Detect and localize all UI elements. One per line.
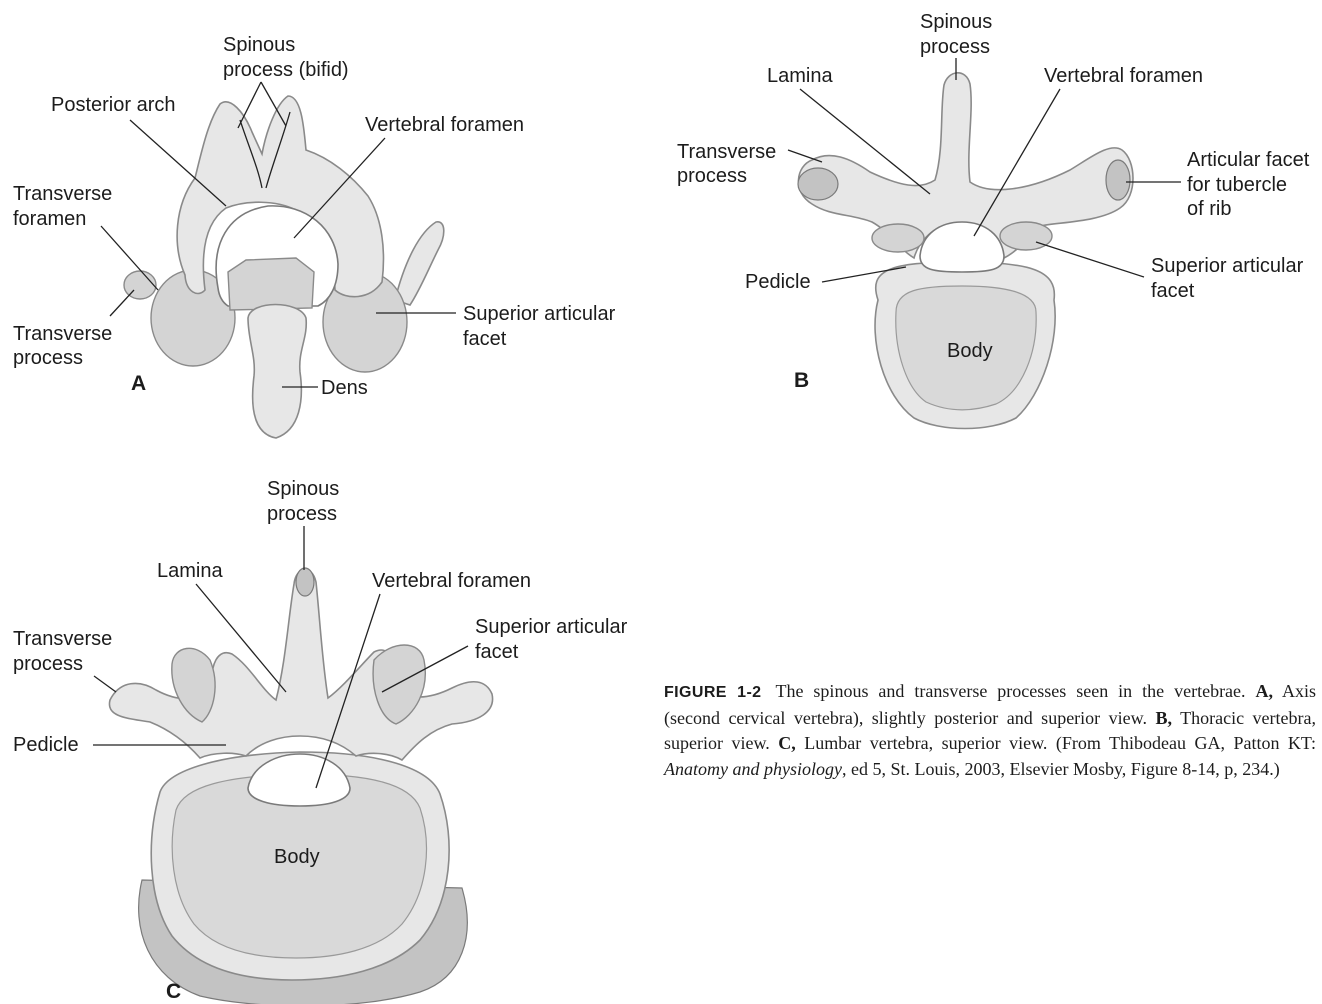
label-a-superior-facet-line2: facet <box>463 328 507 350</box>
label-a-dens: Dens <box>321 377 368 399</box>
label-a-vertebral-foramen: Vertebral foramen <box>365 114 524 136</box>
label-a-spinous-line2: process (bifid) <box>223 59 349 81</box>
lumbar-illustration <box>109 568 492 1004</box>
caption-c-text: Lumbar vertebra, superior view. <box>804 733 1047 753</box>
caption-figure-number: FIGURE 1-2 <box>664 684 761 701</box>
figure-caption: FIGURE 1-2 The spinous and transverse pro… <box>664 679 1316 782</box>
label-b-spinous-line2: process <box>920 36 990 58</box>
panel-letter-b: B <box>794 369 809 392</box>
caption-source-pre: (From Thibodeau GA, Patton KT: <box>1056 733 1316 753</box>
caption-source-post: , ed 5, St. Louis, 2003, Elsevier Mosby,… <box>842 759 1280 779</box>
label-b-lamina: Lamina <box>767 65 833 87</box>
label-a-posterior-arch: Posterior arch <box>51 94 176 116</box>
label-b-pedicle: Pedicle <box>745 271 811 293</box>
label-a-transverse-process-line1: Transverse <box>13 323 112 345</box>
label-a-transverse-process-line2: process <box>13 347 83 369</box>
label-b-body: Body <box>947 340 993 362</box>
leader-a-spinous-left <box>238 82 261 128</box>
panel-letter-c: C <box>166 980 181 1003</box>
lumbar-neural-arch <box>109 569 492 760</box>
caption-b-label: B, <box>1155 708 1172 728</box>
axis-body <box>228 258 314 310</box>
label-a-spinous-line1: Spinous <box>223 34 295 56</box>
caption-intro: The spinous and transverse processes see… <box>775 681 1245 701</box>
label-c-spinous-line1: Spinous <box>267 478 339 500</box>
lumbar-spinous-tip <box>296 568 314 596</box>
thoracic-right-superior-facet <box>1000 222 1052 250</box>
label-c-pedicle: Pedicle <box>13 734 79 756</box>
thoracic-left-superior-facet <box>872 224 924 252</box>
label-c-body: Body <box>274 846 320 868</box>
label-b-articular-line1: Articular facet <box>1187 149 1310 171</box>
label-c-lamina: Lamina <box>157 560 223 582</box>
panel-b-thoracic: Spinous process Lamina Vertebral foramen… <box>677 11 1310 429</box>
label-b-transverse-line2: process <box>677 165 747 187</box>
leader-b-transverse <box>788 150 822 162</box>
label-b-articular-line3: of rib <box>1187 198 1231 220</box>
panel-a-axis: Spinous process (bifid) Posterior arch V… <box>13 34 616 438</box>
label-c-transverse-line1: Transverse <box>13 628 112 650</box>
leader-a-transverse-process <box>110 290 134 316</box>
label-c-superior-facet-line2: facet <box>475 641 519 663</box>
label-b-articular-line2: for tubercle <box>1187 174 1287 196</box>
label-a-superior-facet-line1: Superior articular <box>463 303 616 325</box>
label-a-transverse-foramen-line2: foramen <box>13 208 86 230</box>
axis-right-transverse-process <box>395 222 444 305</box>
caption-c-label: C, <box>778 733 796 753</box>
panel-c-lumbar: Spinous process Lamina Vertebral foramen… <box>13 478 628 1004</box>
label-a-transverse-foramen-line1: Transverse <box>13 183 112 205</box>
panel-letter-a: A <box>131 372 146 395</box>
label-b-transverse-line1: Transverse <box>677 141 776 163</box>
thoracic-rib-facet <box>1106 160 1130 200</box>
caption-source-title: Anatomy and physiology <box>664 759 842 779</box>
label-c-spinous-line2: process <box>267 503 337 525</box>
label-b-spinous-line1: Spinous <box>920 11 992 33</box>
leader-c-transverse <box>94 676 116 692</box>
label-b-vertebral-foramen: Vertebral foramen <box>1044 65 1203 87</box>
label-c-transverse-line2: process <box>13 653 83 675</box>
leader-b-superior-facet <box>1036 242 1144 277</box>
axis-dens <box>248 305 306 439</box>
label-c-superior-facet-line1: Superior articular <box>475 616 628 638</box>
label-c-vertebral-foramen: Vertebral foramen <box>372 570 531 592</box>
label-b-superior-facet-line1: Superior articular <box>1151 255 1304 277</box>
caption-a-label: A, <box>1256 681 1274 701</box>
label-b-superior-facet-line2: facet <box>1151 280 1195 302</box>
thoracic-left-transverse-tip <box>798 168 838 200</box>
thoracic-illustration <box>798 73 1133 429</box>
